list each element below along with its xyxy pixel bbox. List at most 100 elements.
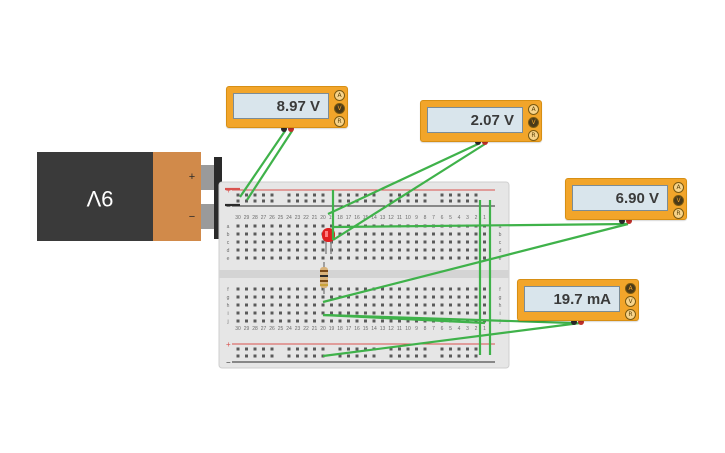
breadboard-hole[interactable] <box>355 287 359 291</box>
breadboard-hole[interactable] <box>270 295 274 299</box>
breadboard-hole[interactable] <box>296 199 299 203</box>
breadboard-hole[interactable] <box>287 303 291 307</box>
breadboard-hole[interactable] <box>245 240 248 244</box>
breadboard-hole[interactable] <box>236 295 240 299</box>
breadboard-hole[interactable] <box>245 354 248 358</box>
breadboard-hole[interactable] <box>423 193 427 197</box>
breadboard-hole[interactable] <box>415 232 418 236</box>
breadboard-hole[interactable] <box>338 256 342 260</box>
breadboard-hole[interactable] <box>321 240 325 244</box>
breadboard-hole[interactable] <box>364 295 367 299</box>
breadboard-hole[interactable] <box>296 347 299 351</box>
breadboard-hole[interactable] <box>321 256 325 260</box>
breadboard-hole[interactable] <box>313 240 316 244</box>
breadboard-hole[interactable] <box>313 319 316 323</box>
breadboard-hole[interactable] <box>457 347 461 351</box>
breadboard-hole[interactable] <box>406 287 410 291</box>
breadboard-hole[interactable] <box>389 354 393 358</box>
breadboard-hole[interactable] <box>355 303 359 307</box>
breadboard-hole[interactable] <box>432 295 435 299</box>
breadboard-hole[interactable] <box>253 354 257 358</box>
breadboard-hole[interactable] <box>321 287 325 291</box>
breadboard-hole[interactable] <box>270 311 274 315</box>
breadboard-hole[interactable] <box>338 193 342 197</box>
breadboard-hole[interactable] <box>389 256 393 260</box>
breadboard-hole[interactable] <box>313 287 316 291</box>
breadboard-hole[interactable] <box>236 199 240 203</box>
breadboard-hole[interactable] <box>304 354 308 358</box>
breadboard-hole[interactable] <box>279 311 282 315</box>
breadboard-hole[interactable] <box>457 295 461 299</box>
breadboard-hole[interactable] <box>355 311 359 315</box>
breadboard-hole[interactable] <box>474 287 478 291</box>
breadboard-hole[interactable] <box>236 311 240 315</box>
meter-mode-icons[interactable]: A V R <box>528 104 539 143</box>
breadboard-hole[interactable] <box>313 199 316 203</box>
breadboard-hole[interactable] <box>236 248 240 252</box>
breadboard-hole[interactable] <box>313 232 316 236</box>
breadboard-hole[interactable] <box>372 256 376 260</box>
breadboard-hole[interactable] <box>466 347 469 351</box>
breadboard-hole[interactable] <box>440 295 444 299</box>
wire-meter2-b[interactable] <box>332 143 486 241</box>
breadboard-hole[interactable] <box>304 224 308 228</box>
breadboard-hole[interactable] <box>364 354 367 358</box>
breadboard-hole[interactable] <box>330 311 333 315</box>
wire-meter1-b[interactable] <box>246 130 293 201</box>
voltmeter-mode-icon[interactable]: V <box>673 195 684 206</box>
resistor[interactable] <box>320 262 328 294</box>
breadboard-hole[interactable] <box>262 311 265 315</box>
breadboard-hole[interactable] <box>474 256 478 260</box>
breadboard-hole[interactable] <box>253 248 257 252</box>
breadboard-hole[interactable] <box>347 256 350 260</box>
breadboard-hole[interactable] <box>296 224 299 228</box>
breadboard-hole[interactable] <box>415 319 418 323</box>
breadboard-hole[interactable] <box>355 232 359 236</box>
breadboard-hole[interactable] <box>432 256 435 260</box>
battery-terminal-minus[interactable] <box>201 204 215 229</box>
breadboard-hole[interactable] <box>406 295 410 299</box>
breadboard-hole[interactable] <box>245 248 248 252</box>
breadboard-hole[interactable] <box>449 240 452 244</box>
breadboard-hole[interactable] <box>449 193 452 197</box>
breadboard-hole[interactable] <box>389 303 393 307</box>
breadboard-hole[interactable] <box>389 240 393 244</box>
breadboard-hole[interactable] <box>253 224 257 228</box>
breadboard-hole[interactable] <box>338 347 342 351</box>
breadboard-hole[interactable] <box>398 256 401 260</box>
breadboard-hole[interactable] <box>440 240 444 244</box>
breadboard-hole[interactable] <box>449 232 452 236</box>
multimeter-current[interactable]: 19.7 mA A V R <box>517 279 639 321</box>
breadboard-hole[interactable] <box>262 232 265 236</box>
breadboard-hole[interactable] <box>364 287 367 291</box>
breadboard-hole[interactable] <box>296 311 299 315</box>
breadboard-hole[interactable] <box>245 347 248 351</box>
breadboard-hole[interactable] <box>236 193 240 197</box>
breadboard-hole[interactable] <box>483 287 486 291</box>
breadboard-hole[interactable] <box>304 295 308 299</box>
breadboard-hole[interactable] <box>279 224 282 228</box>
breadboard-hole[interactable] <box>398 240 401 244</box>
breadboard-hole[interactable] <box>304 248 308 252</box>
breadboard-hole[interactable] <box>406 199 410 203</box>
breadboard-hole[interactable] <box>321 347 325 351</box>
breadboard-hole[interactable] <box>457 248 461 252</box>
breadboard-hole[interactable] <box>423 354 427 358</box>
breadboard-hole[interactable] <box>338 287 342 291</box>
breadboard-hole[interactable] <box>483 232 486 236</box>
breadboard-hole[interactable] <box>449 248 452 252</box>
breadboard-hole[interactable] <box>466 287 469 291</box>
breadboard-hole[interactable] <box>279 303 282 307</box>
breadboard-hole[interactable] <box>338 319 342 323</box>
breadboard-hole[interactable] <box>423 347 427 351</box>
breadboard-hole[interactable] <box>474 354 478 358</box>
breadboard-hole[interactable] <box>253 240 257 244</box>
breadboard-hole[interactable] <box>270 347 274 351</box>
breadboard-hole[interactable] <box>474 248 478 252</box>
breadboard-hole[interactable] <box>423 311 427 315</box>
breadboard-hole[interactable] <box>338 248 342 252</box>
breadboard-hole[interactable] <box>364 248 367 252</box>
breadboard-hole[interactable] <box>432 240 435 244</box>
breadboard-hole[interactable] <box>381 256 384 260</box>
